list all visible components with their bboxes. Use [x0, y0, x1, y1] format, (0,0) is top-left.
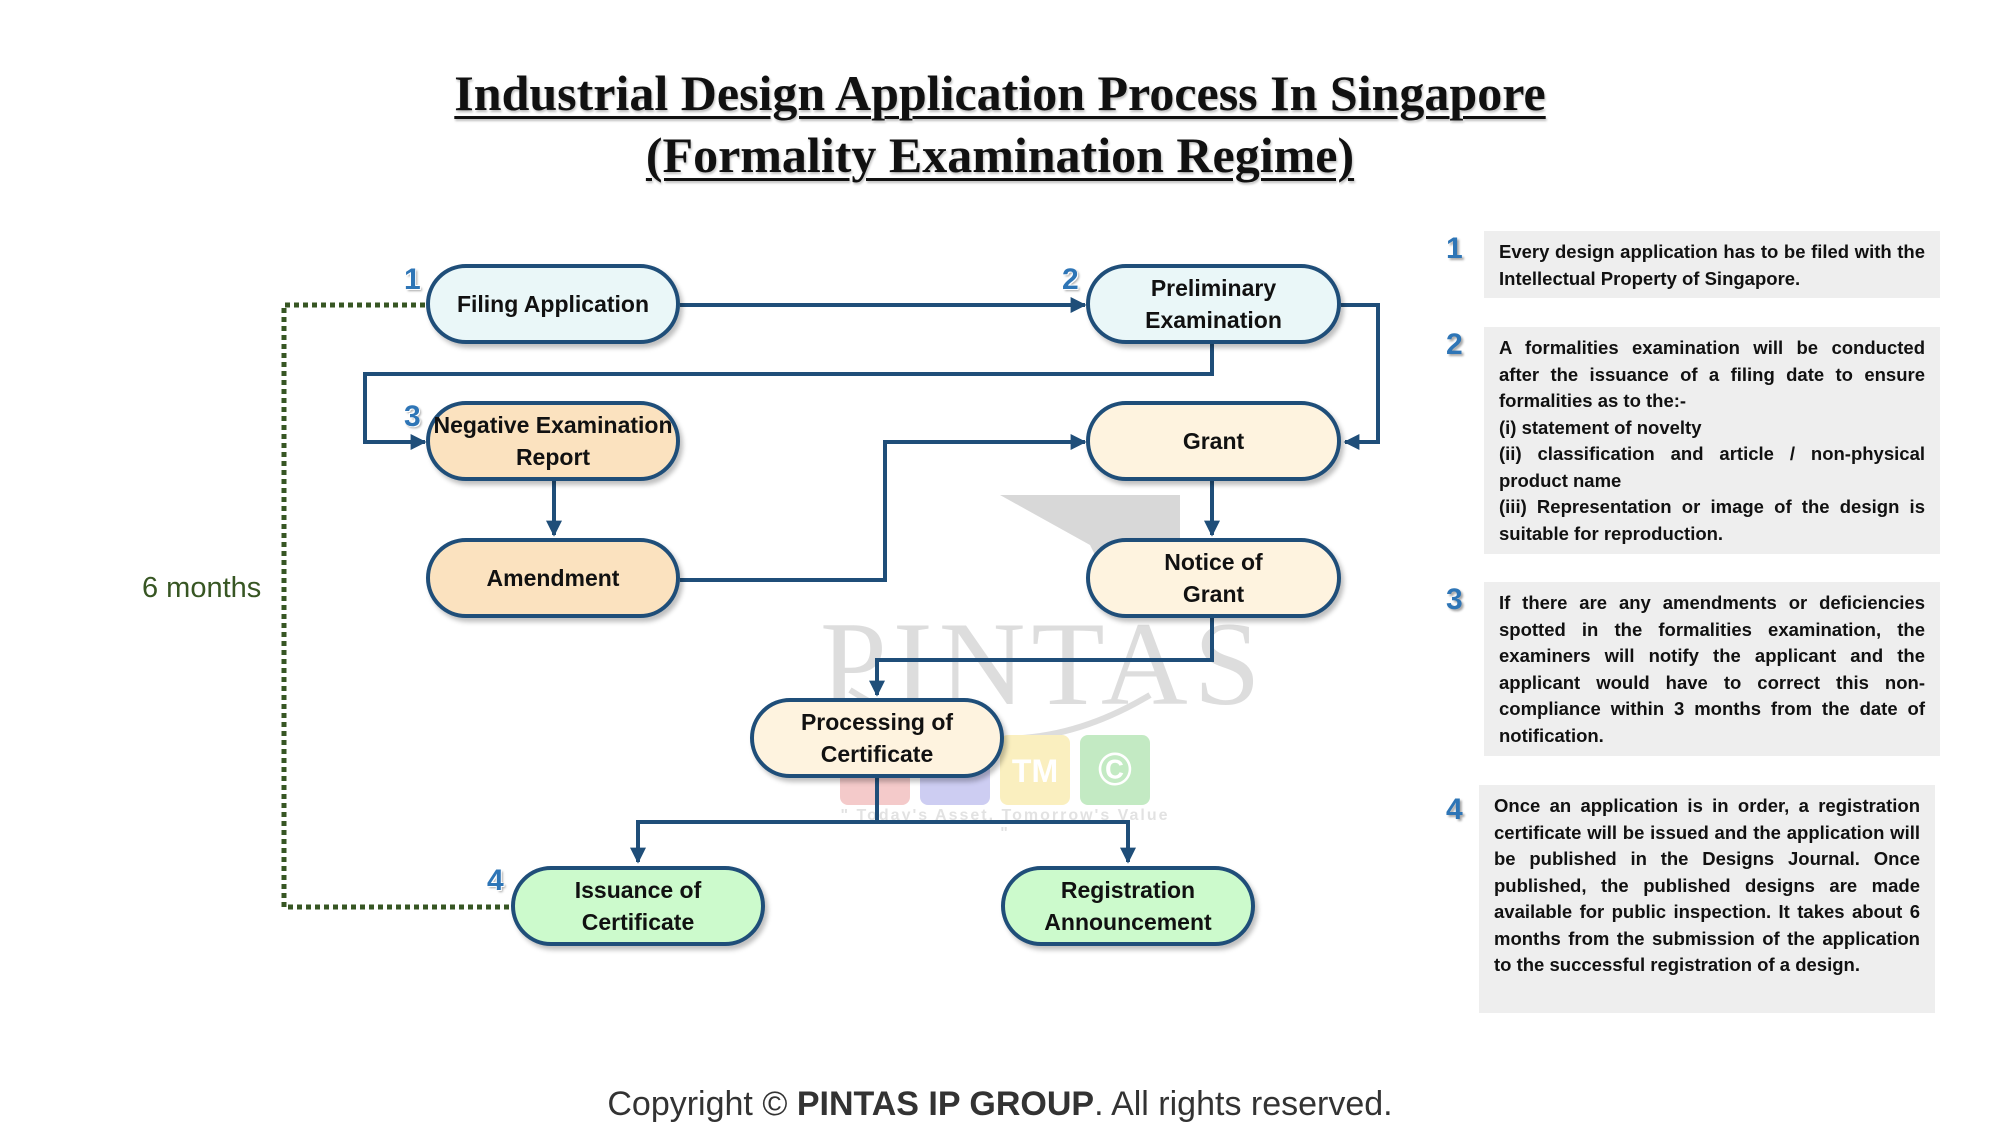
copyright-prefix: Copyright ©	[607, 1085, 797, 1123]
note-number-3: 3	[1446, 583, 1463, 616]
copyright-suffix: . All rights reserved.	[1094, 1085, 1393, 1123]
node-filing-application: Filing Application	[426, 264, 680, 344]
six-month-timeline-line	[281, 302, 510, 910]
node-label: Negative Examination Report	[433, 412, 673, 470]
node-label: Registration Announcement	[1044, 877, 1212, 935]
watermark-copyright: ©	[1098, 743, 1132, 795]
node-label: Notice of Grant	[1164, 549, 1263, 607]
note-2: A formalities examination will be conduc…	[1484, 327, 1940, 554]
note-number-4: 4	[1446, 793, 1463, 826]
node-notice-of-grant: Notice of Grant	[1086, 538, 1341, 618]
node-issuance-of-certificate: Issuance of Certificate	[511, 866, 765, 946]
note-3-text: If there are any amendments or deficienc…	[1499, 592, 1925, 746]
arrow-preliminary-to-negative	[363, 341, 1214, 450]
note-2-item-1: (i) statement of novelty	[1499, 416, 1702, 438]
watermark-tm: TM	[1012, 753, 1058, 789]
copyright-brand: PINTAS IP GROUP	[796, 1085, 1095, 1123]
diagram-title: Industrial Design Application Process In…	[0, 62, 2000, 186]
note-4: Once an application is in order, a regis…	[1479, 785, 1935, 1013]
note-2-intro: A formalities examination will be conduc…	[1499, 337, 1925, 411]
node-label: Issuance of Certificate	[574, 877, 702, 935]
arrow-processing-to-registration	[877, 820, 1136, 864]
title-line-1: Industrial Design Application Process In…	[454, 65, 1546, 121]
node-negative-examination-report: Negative Examination Report	[426, 401, 680, 481]
arrow-processing-to-issuance	[630, 776, 879, 864]
copyright-footer: Copyright © PINTAS IP GROUP. All rights …	[0, 1085, 2000, 1124]
node-label: Processing of Certificate	[800, 709, 954, 767]
step-number-4: 4	[487, 864, 504, 897]
note-3: If there are any amendments or deficienc…	[1484, 582, 1940, 756]
node-label: Grant	[1182, 428, 1245, 454]
note-1-text: Every design application has to be filed…	[1499, 241, 1925, 289]
title-line-2: (Formality Examination Regime)	[645, 127, 1355, 183]
node-amendment: Amendment	[426, 538, 680, 618]
node-preliminary-examination: Preliminary Examination	[1086, 264, 1341, 344]
node-grant: Grant	[1086, 401, 1341, 481]
arrow-preliminary-to-grant	[1341, 303, 1380, 450]
note-2-item-2: (ii) classification and article / non-ph…	[1499, 443, 1925, 491]
note-number-1: 1	[1446, 232, 1463, 265]
step-number-3: 3	[404, 400, 421, 433]
node-label: Amendment	[486, 565, 620, 591]
node-label: Preliminary Examination	[1145, 275, 1282, 333]
pintas-watermark: TM © PINTAS " Today's Asset, Tomorrow's …	[820, 485, 1260, 842]
note-4-text: Once an application is in order, a regis…	[1494, 795, 1920, 975]
node-registration-announcement: Registration Announcement	[1001, 866, 1255, 946]
six-months-label: 6 months	[142, 572, 262, 604]
note-number-2: 2	[1446, 328, 1463, 361]
node-label: Filing Application	[456, 291, 650, 317]
arrow-amendment-to-grant	[680, 434, 1087, 582]
note-1: Every design application has to be filed…	[1484, 231, 1940, 298]
note-2-item-3: (iii) Representation or image of the des…	[1499, 496, 1925, 544]
arrow-notice-to-processing	[869, 618, 1214, 697]
step-number-2: 2	[1062, 263, 1079, 296]
watermark-tagline: " Today's Asset, Tomorrow's Value "	[840, 807, 1170, 842]
node-processing-of-certificate: Processing of Certificate	[750, 698, 1004, 778]
step-number-1: 1	[404, 263, 421, 296]
